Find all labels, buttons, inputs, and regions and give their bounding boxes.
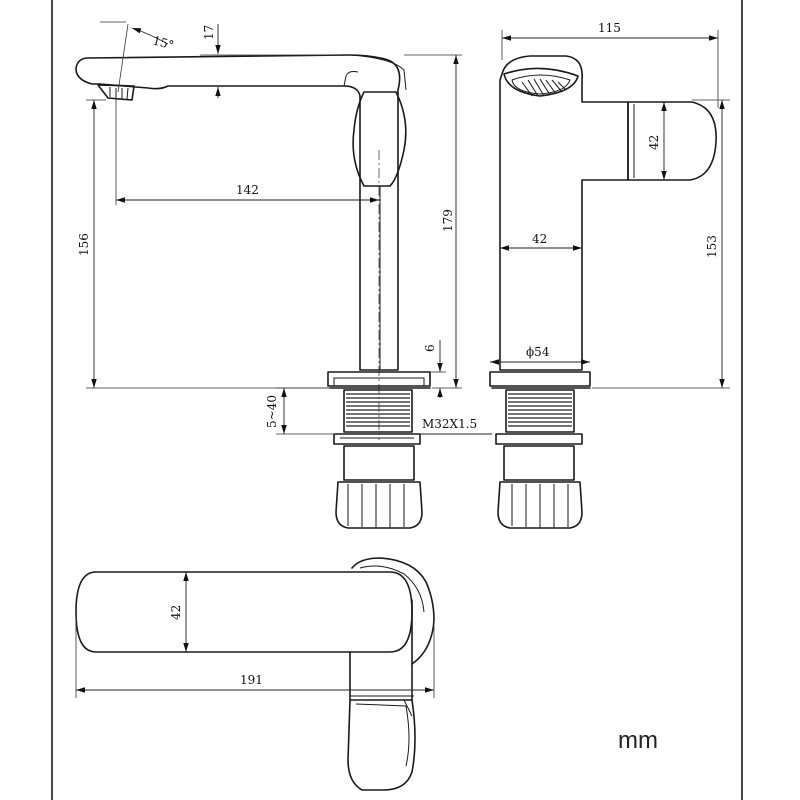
lock-nut — [333, 433, 423, 529]
side-view — [489, 55, 717, 529]
dim-spout-angle: 15° — [151, 33, 175, 52]
dim-total-height: 179 — [441, 209, 455, 232]
side-body-outline — [499, 55, 629, 371]
dim-side-height: 153 — [705, 235, 719, 258]
dim-base-plate: 6 — [423, 344, 437, 352]
unit-label: mm — [618, 727, 658, 754]
dim-reach: 142 — [236, 183, 259, 197]
side-lock-nut — [495, 433, 583, 529]
dim-top-length: 191 — [240, 673, 263, 687]
side-threaded-shank — [505, 389, 575, 433]
side-view-dimensions: 115 42 42 153 ϕ54 — [490, 21, 730, 389]
dim-spout-thickness: 17 — [202, 25, 216, 40]
dim-deck-thickness: 5~40 — [265, 395, 279, 428]
handle-outline — [352, 91, 407, 187]
aerator — [97, 84, 135, 101]
dim-depth: 115 — [598, 21, 621, 35]
spout-outline — [75, 54, 401, 371]
dim-thread: M32X1.5 — [422, 417, 477, 431]
dim-top-width: 42 — [169, 605, 183, 620]
dim-body-width: 42 — [532, 232, 547, 246]
top-base-circle — [351, 557, 435, 665]
dim-handle-height-side: 42 — [647, 135, 661, 150]
front-view-dimensions: 15° 17 142 156 179 6 5~40 M32X1.5 — [77, 21, 492, 435]
top-view-dimensions: 42 191 — [75, 572, 435, 698]
top-handle — [347, 699, 416, 791]
dim-base-diameter: ϕ54 — [526, 345, 550, 359]
top-spout-outline — [75, 571, 413, 653]
side-handle — [627, 101, 717, 181]
threaded-shank — [343, 389, 413, 433]
front-view — [75, 54, 431, 529]
dim-spout-height: 156 — [77, 233, 91, 256]
